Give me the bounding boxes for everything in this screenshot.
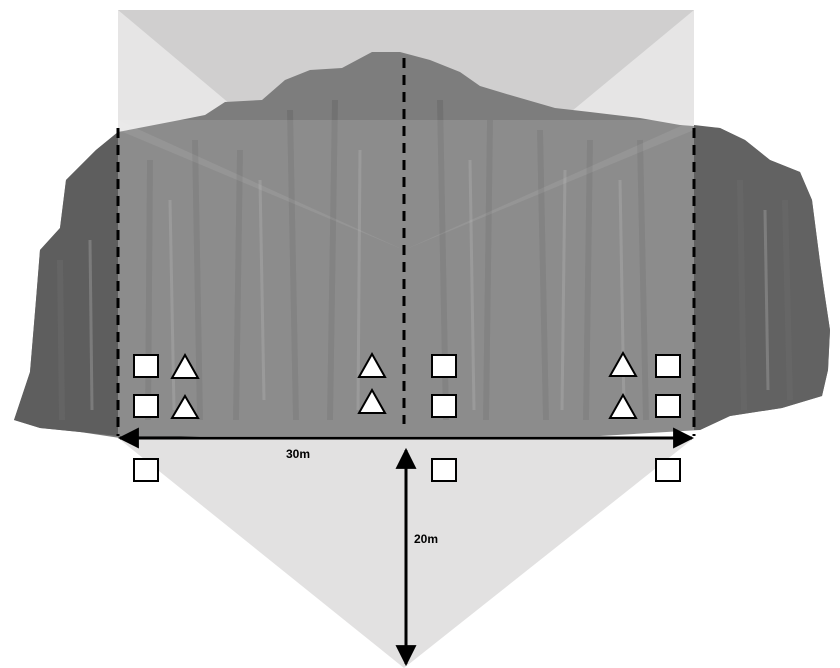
square-marker [134,395,158,417]
square-marker [432,395,456,417]
depth-dimension-label: 20m [414,532,438,546]
square-marker [432,459,456,481]
square-marker [134,459,158,481]
square-marker [656,395,680,417]
square-marker [134,355,158,377]
square-marker [656,355,680,377]
square-marker [432,355,456,377]
square-marker [656,459,680,481]
width-dimension-label: 30m [286,447,310,461]
